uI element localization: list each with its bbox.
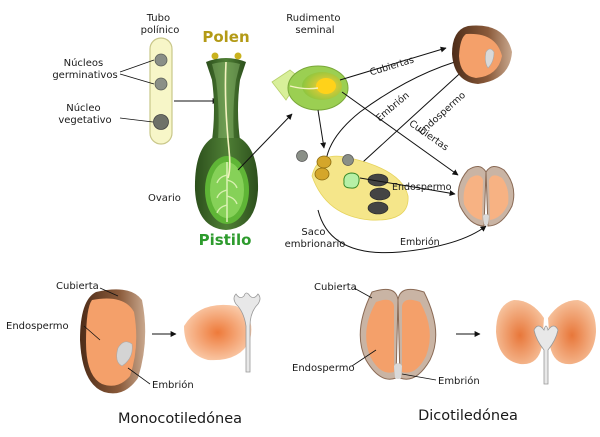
monocot-embryo (233, 292, 261, 373)
pistil (194, 52, 259, 230)
label-embrion-bottom-arc: Embrión (400, 237, 440, 248)
label-mono-cubierta: Cubierta (56, 281, 99, 292)
label-cubiertas-top: Cubiertas (369, 55, 416, 79)
pollen-tube (149, 37, 173, 145)
label-di-endospermo: Endospermo (292, 363, 355, 374)
seed-top-right (452, 25, 512, 84)
label-endospermo-diag: Endospermo (416, 90, 468, 138)
label-nucleos-germinativos: Núcleos germinativos (52, 57, 117, 81)
label-di-embrion: Embrión (438, 375, 480, 387)
label-di-cubierta: Cubierta (314, 282, 357, 293)
label-tubo-polinico: Tubo polínico (141, 13, 180, 36)
label-nucleo-vegetativo: Núcleo vegetativo (58, 102, 111, 126)
dicot-seed (359, 288, 437, 380)
label-ovario: Ovario (148, 193, 181, 204)
label-mono-endospermo: Endospermo (6, 321, 69, 332)
label-rudimento-seminal: Rudimento seminal (286, 13, 343, 36)
dicot-embryo (533, 325, 559, 385)
ovule (271, 65, 349, 111)
embryo-sac (296, 150, 409, 221)
monocot-seed (80, 289, 146, 394)
label-mono-embrion: Embrión (152, 379, 194, 391)
label-embrion-top: Embrión (374, 90, 411, 124)
caption-monocot: Monocotiledónea (118, 411, 242, 427)
label-pistilo: Pistilo (199, 231, 252, 249)
label-saco-embrionario: Saco embrionario (285, 227, 346, 250)
seed-mid-right (457, 166, 515, 227)
label-endospermo-mid: Endospermo (392, 182, 452, 193)
caption-dicot: Dicotiledónea (418, 408, 518, 424)
monocot-endosperm (184, 304, 252, 361)
label-polen: Polen (202, 28, 249, 46)
dicot-cotyledons (496, 300, 596, 365)
